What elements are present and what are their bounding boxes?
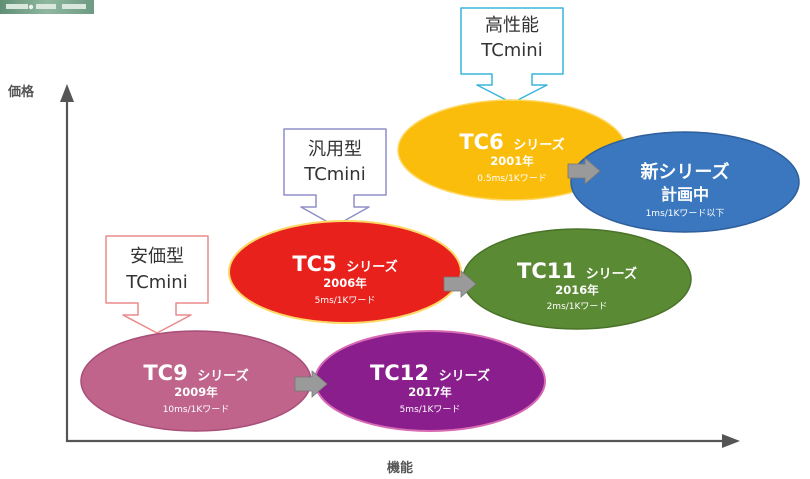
connector-arrows xyxy=(294,157,601,398)
tc9-title: TC9 シリーズ xyxy=(143,361,248,385)
arrow-tc5-to-tc11 xyxy=(443,270,477,298)
series-new-planned: 新シリーズ 計画中 1ms/1Kワード以下 xyxy=(570,131,800,233)
tc6-title: TC6 シリーズ xyxy=(459,130,564,154)
tc12-year: 2017年 xyxy=(408,385,452,399)
tc12-speed: 5ms/1Kワード xyxy=(400,405,461,415)
x-axis-label: 機能 xyxy=(387,460,413,476)
callout-general-purpose: 汎用型 TCmini xyxy=(283,128,387,227)
series-tc12: TC12 シリーズ 2017年 5ms/1Kワード xyxy=(314,330,546,432)
tc9-ellipse xyxy=(80,330,312,432)
tc11-year: 2016年 xyxy=(555,283,599,297)
tc11-name: TC11 xyxy=(517,259,576,283)
callout-high-line1: 高性能 xyxy=(485,15,539,36)
tc12-title: TC12 シリーズ xyxy=(370,361,490,385)
x-axis-arrowhead xyxy=(722,434,740,448)
tc9-speed: 10ms/1Kワード xyxy=(163,405,230,415)
series-tc9: TC9 シリーズ 2009年 10ms/1Kワード xyxy=(80,330,312,432)
callout-general-line1: 汎用型 xyxy=(308,139,362,160)
new-series-line1: 新シリーズ xyxy=(640,161,729,183)
chart-axes: 価格 機能 xyxy=(7,84,740,476)
tc9-year: 2009年 xyxy=(174,385,218,399)
tc6-year: 2001年 xyxy=(490,154,534,168)
new-series-ellipse xyxy=(570,131,800,233)
callout-general-line2: TCmini xyxy=(303,164,365,185)
callout-box-high xyxy=(460,7,564,104)
tc9-name: TC9 xyxy=(143,361,187,385)
tc6-name: TC6 xyxy=(459,130,503,154)
tc5-title: TC5 シリーズ xyxy=(292,252,397,276)
callout-budget-line1: 安価型 xyxy=(130,246,184,267)
product-photo-strip xyxy=(0,0,94,14)
tc6-suffix: シリーズ xyxy=(513,137,564,153)
new-series-line2: 計画中 xyxy=(661,185,709,204)
series-tc5: TC5 シリーズ 2006年 5ms/1Kワード xyxy=(228,220,462,324)
tc5-speed: 5ms/1Kワード xyxy=(315,296,376,306)
callout-budget: 安価型 TCmini xyxy=(105,235,209,334)
tc5-name: TC5 xyxy=(292,252,336,276)
tc11-title: TC11 シリーズ xyxy=(517,259,637,283)
callout-high-line2: TCmini xyxy=(480,40,542,61)
tc5-ellipse xyxy=(228,220,462,324)
tc9-suffix: シリーズ xyxy=(197,368,248,384)
tc11-speed: 2ms/1Kワード xyxy=(547,302,608,312)
tc11-suffix: シリーズ xyxy=(586,266,637,282)
tc12-name: TC12 xyxy=(370,361,429,385)
new-series-speed: 1ms/1Kワード以下 xyxy=(646,209,725,219)
callout-box-budget xyxy=(105,235,209,334)
y-axis-label: 価格 xyxy=(7,84,35,100)
callout-budget-line2: TCmini xyxy=(125,272,187,293)
tc6-speed: 0.5ms/1Kワード xyxy=(477,174,546,184)
tc12-suffix: シリーズ xyxy=(439,368,490,384)
arrow-tc9-to-tc12 xyxy=(294,370,328,398)
series-tc11: TC11 シリーズ 2016年 2ms/1Kワード xyxy=(462,228,692,330)
arrow-tc6-to-new xyxy=(567,157,601,185)
tc5-year: 2006年 xyxy=(323,276,367,290)
y-axis-arrowhead xyxy=(60,84,74,102)
callout-high-performance: 高性能 TCmini xyxy=(460,7,564,104)
callout-box-general xyxy=(283,128,387,227)
tc5-suffix: シリーズ xyxy=(346,259,397,275)
